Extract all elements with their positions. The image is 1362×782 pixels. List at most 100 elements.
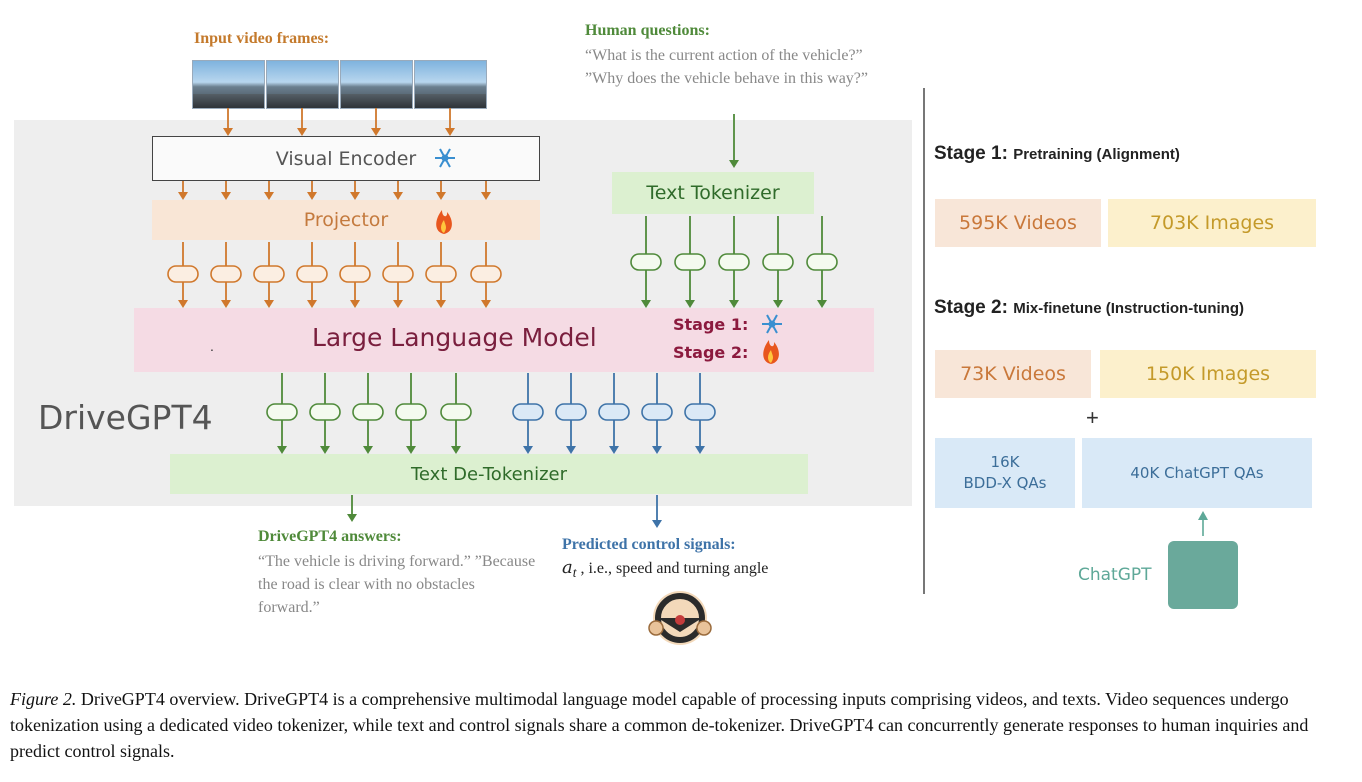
caption-text: DriveGPT4 overview. DriveGPT4 is a compr…: [10, 689, 1309, 761]
text-tokenizer-label: Text Tokenizer: [646, 182, 780, 204]
control-token: [555, 403, 587, 421]
steering-wheel-icon: [648, 591, 712, 645]
token-connectors: [167, 253, 838, 421]
stage2-prefix: Stage 2:: [934, 297, 1008, 318]
encoder-arrow: [178, 181, 188, 200]
video-frame-4: [414, 60, 487, 109]
figure-label: Figure 2.: [10, 689, 77, 709]
video-frame-2: [266, 60, 339, 109]
stage1-name: Pretraining (Alignment): [1013, 146, 1180, 163]
visual-token: [382, 265, 414, 283]
video-frame-3: [340, 60, 413, 109]
projector-label: Projector: [303, 209, 389, 231]
encoder-arrow: [307, 181, 317, 200]
output-text-token: [266, 403, 298, 421]
text-token: [674, 253, 706, 271]
frame-arrow: [223, 108, 233, 136]
vertical-divider: [923, 88, 925, 594]
control-subscript: t: [572, 565, 577, 581]
text-token: [718, 253, 750, 271]
stage1-prefix: Stage 1:: [934, 143, 1008, 164]
stage1-images-label: 703K Images: [1149, 212, 1275, 234]
control-signals-title: Predicted control signals:: [562, 536, 736, 553]
output-text-token: [352, 403, 384, 421]
chatgpt-qas-box: 40K ChatGPT QAs: [1082, 438, 1312, 508]
de-tokenizer-label: Text De-Tokenizer: [410, 463, 568, 485]
encoder-arrow: [436, 181, 446, 200]
visual-encoder-label: Visual Encoder: [275, 147, 417, 170]
stage2-name: Mix-finetune (Instruction-tuning): [1013, 300, 1244, 317]
video-frame-1: [192, 60, 265, 109]
control-token: [684, 403, 716, 421]
encoder-arrow: [221, 181, 231, 200]
dot-mark: .: [210, 338, 214, 354]
stage1-videos-box: 595K Videos: [935, 199, 1101, 247]
chatgpt-qas-label: 40K ChatGPT QAs: [1130, 463, 1264, 482]
answers-title: DriveGPT4 answers:: [258, 528, 402, 545]
frame-arrow: [445, 108, 455, 136]
visual-token: [339, 265, 371, 283]
snowflake-icon: [435, 148, 455, 168]
bddx-count: 16K: [990, 453, 1020, 471]
stage2-images-label: 150K Images: [1145, 363, 1271, 385]
answers-text: “The vehicle is driving forward.” ”Becau…: [258, 553, 536, 616]
stage2-videos-box: 73K Videos: [935, 350, 1091, 398]
human-questions-text: “What is the current action of the vehic…: [585, 47, 868, 87]
stage1-videos-label: 595K Videos: [959, 212, 1077, 234]
snowflake-icon: [762, 314, 782, 334]
visual-token: [210, 265, 242, 283]
stage2-images-box: 150K Images: [1100, 350, 1316, 398]
human-questions-title: Human questions:: [585, 22, 710, 39]
plus-sign: +: [1086, 405, 1099, 430]
encoder-arrow: [481, 181, 491, 200]
output-text-token: [395, 403, 427, 421]
encoder-arrow: [350, 181, 360, 200]
control-token: [641, 403, 673, 421]
encoder-arrow: [264, 181, 274, 200]
control-signals-text: at , i.e., speed and turning angle: [562, 557, 768, 581]
flow-arrows: [178, 108, 827, 528]
llm-stage1-label: Stage 1:: [673, 315, 749, 334]
text-token: [630, 253, 662, 271]
text-token: [806, 253, 838, 271]
visual-token: [425, 265, 457, 283]
visual-token: [253, 265, 285, 283]
chatgpt-label: ChatGPT: [1078, 565, 1152, 585]
fire-icon: [436, 210, 452, 234]
frame-arrow: [371, 108, 381, 136]
fire-icon: [763, 340, 779, 364]
llm-box: [134, 308, 874, 372]
drivegpt4-title: DriveGPT4: [38, 398, 213, 437]
visual-token: [470, 265, 502, 283]
input-video-frames-label: Input video frames:: [194, 30, 330, 47]
encoder-arrow: [393, 181, 403, 200]
llm-stage2-label: Stage 2:: [673, 343, 749, 362]
visual-encoder-box: Visual Encoder: [152, 136, 540, 181]
control-token: [598, 403, 630, 421]
bddx-qas-box: 16K BDD-X QAs: [935, 438, 1075, 508]
stage1-heading: Stage 1: Pretraining (Alignment): [934, 143, 1180, 165]
frame-arrow: [297, 108, 307, 136]
bddx-label: BDD-X QAs: [963, 474, 1047, 492]
llm-label: Large Language Model: [312, 323, 597, 352]
chatgpt-logo-box: [1168, 541, 1238, 609]
output-text-token: [309, 403, 341, 421]
question-arrow: [729, 114, 739, 168]
text-token: [762, 253, 794, 271]
visual-token: [167, 265, 199, 283]
chatgpt-arrow: [1198, 511, 1208, 536]
stage1-images-box: 703K Images: [1108, 199, 1316, 247]
figure-caption: Figure 2. DriveGPT4 overview. DriveGPT4 …: [10, 686, 1355, 764]
text-tokenizer-box: Text Tokenizer: [612, 172, 814, 214]
visual-token: [296, 265, 328, 283]
output-text-token: [440, 403, 472, 421]
answers-arrow: [347, 495, 357, 522]
stage2-videos-label: 73K Videos: [960, 363, 1066, 385]
stage2-heading: Stage 2: Mix-finetune (Instruction-tunin…: [934, 297, 1244, 319]
control-token: [512, 403, 544, 421]
projector-box: Projector: [152, 200, 540, 240]
control-arrow: [652, 495, 662, 528]
control-symbol: a: [562, 557, 573, 578]
control-description: , i.e., speed and turning angle: [576, 560, 769, 577]
de-tokenizer-box: Text De-Tokenizer: [170, 454, 808, 494]
